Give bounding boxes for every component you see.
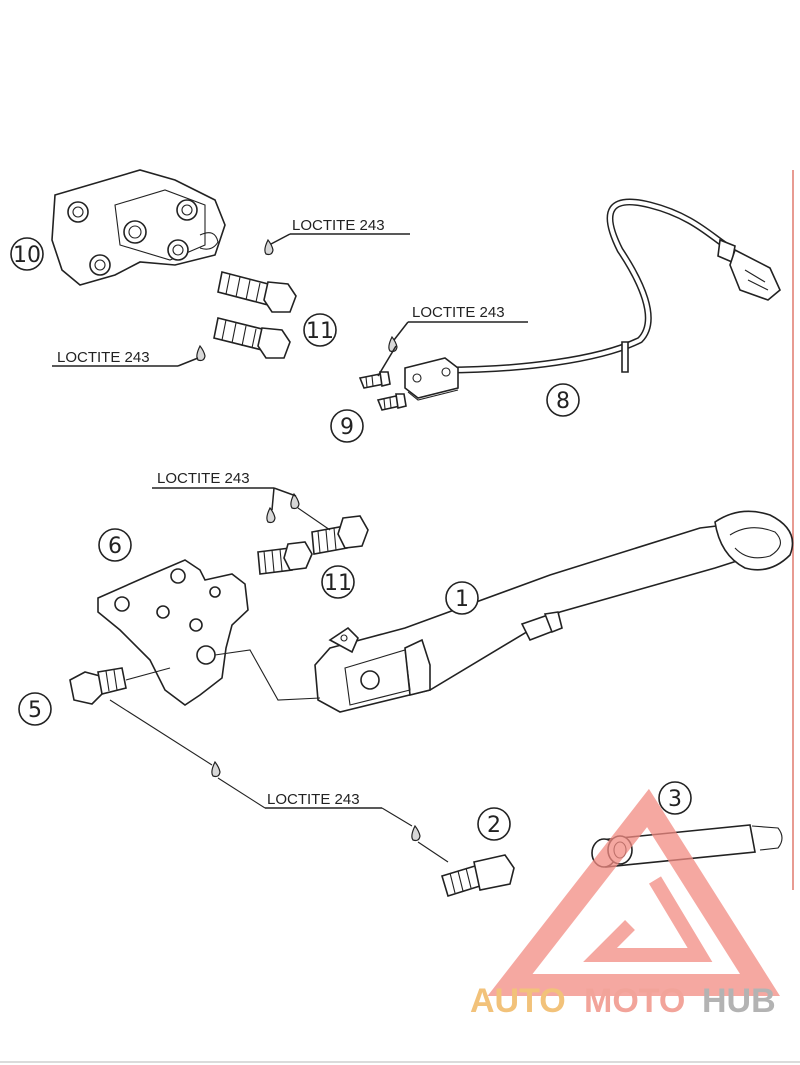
loctite-drop-e: LOCTITE 243 — [109, 699, 449, 863]
callout-9: 9 — [330, 409, 364, 443]
loctite-drop-c: LOCTITE 243 — [377, 304, 528, 377]
loctite-label-e: LOCTITE 243 — [267, 791, 360, 808]
part-6-plate — [97, 559, 249, 706]
callout-1: 1 — [445, 581, 479, 615]
brand-auto: AUTO — [470, 982, 566, 1020]
callout-11-mid-text: 11 — [324, 571, 352, 596]
watermark-wordmark: AUTO MOTO HUB — [470, 982, 776, 1020]
callout-5-text: 5 — [28, 698, 42, 723]
part-2-stud — [441, 854, 515, 898]
loctite-label-b: LOCTITE 243 — [57, 349, 150, 366]
callout-6: 6 — [98, 528, 132, 562]
callout-2-text: 2 — [487, 813, 501, 838]
callout-6-text: 6 — [108, 534, 122, 559]
loctite-label-d: LOCTITE 243 — [157, 470, 250, 487]
brand-hub: HUB — [702, 982, 776, 1020]
loctite-drop-a: LOCTITE 243 — [264, 217, 410, 256]
bolt-11-lower — [213, 317, 291, 359]
bolt-11-mid-a — [257, 541, 313, 575]
callout-11-top-text: 11 — [306, 319, 334, 344]
part-5-pivot-bolt — [69, 667, 171, 705]
part-8-switch-cable — [404, 198, 781, 401]
part-1-side-stand — [314, 510, 794, 713]
callout-5: 5 — [18, 692, 52, 726]
callout-2: 2 — [477, 807, 511, 841]
callout-11-mid: 11 — [321, 565, 355, 599]
callout-8: 8 — [546, 383, 580, 417]
part-9-screws — [358, 371, 407, 411]
part-10-bracket — [51, 169, 226, 286]
bolt-11-upper — [217, 271, 297, 313]
assembly-line-plate-to-stand — [214, 649, 321, 701]
callout-11-top: 11 — [303, 313, 337, 347]
callout-1-text: 1 — [455, 587, 469, 612]
loctite-drop-b: LOCTITE 243 — [52, 344, 206, 367]
callout-10-text: 10 — [13, 243, 41, 268]
loctite-label-a: LOCTITE 243 — [292, 217, 385, 234]
callout-3-text: 3 — [668, 787, 682, 812]
watermark-logo — [487, 788, 780, 996]
bolt-11-mid-b — [311, 515, 369, 555]
callout-9-text: 9 — [340, 415, 354, 440]
brand-moto: MOTO — [584, 982, 685, 1020]
loctite-label-c: LOCTITE 243 — [412, 304, 505, 321]
callout-3: 3 — [658, 781, 692, 815]
callout-8-text: 8 — [556, 389, 570, 414]
loctite-drop-d: LOCTITE 243 — [152, 470, 331, 531]
callout-10: 10 — [10, 237, 44, 271]
